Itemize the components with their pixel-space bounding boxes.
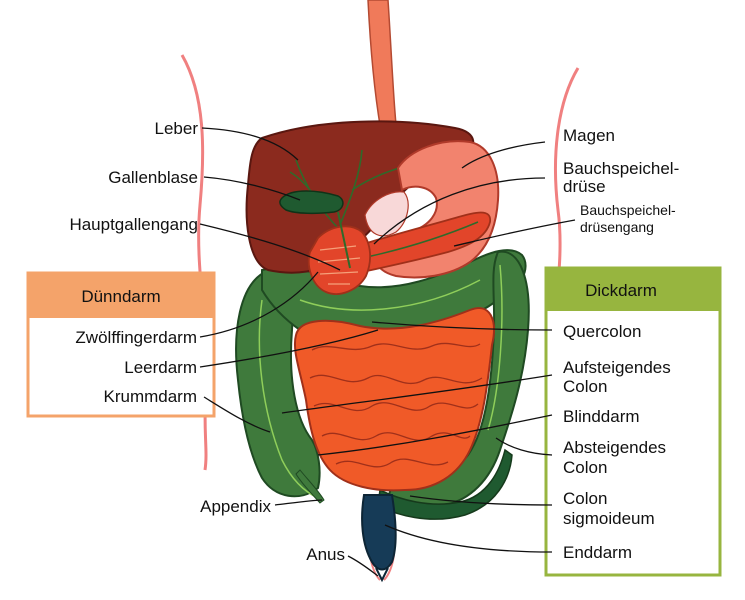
gallbladder [279, 190, 344, 215]
leader-ileum [203, 396, 271, 433]
leader-liver [201, 127, 299, 161]
label-anus: Anus [306, 545, 345, 564]
leader-rectum [384, 524, 553, 553]
label-ileum: Krummdarm [103, 387, 197, 406]
label-duodenum: Zwölffingerdarm [75, 328, 197, 347]
small-intestine-box: Dünndarm [26, 271, 216, 418]
leader-pancreatic-duct [453, 219, 576, 247]
label-gallbladder: Gallenblase [108, 168, 198, 187]
leader-transverse-colon [371, 321, 553, 331]
leader-stomach [461, 141, 546, 169]
label-ascending-colon-line1: Aufsteigendes [563, 358, 671, 377]
colon-taenia-left [258, 299, 319, 499]
label-cecum: Blinddarm [563, 407, 640, 426]
label-transverse-colon: Quercolon [563, 322, 641, 341]
appendix-shape [295, 469, 325, 504]
label-sigmoid-colon-line1: Colon [563, 489, 607, 508]
label-descending-colon-line2: Colon [563, 458, 607, 477]
label-pancreatic-duct-line1: Bauchspeichel- [580, 202, 676, 218]
colon-taenia-right [487, 264, 503, 431]
leader-ascending-colon [281, 374, 553, 414]
leader-lines [199, 127, 576, 577]
label-appendix: Appendix [200, 497, 271, 516]
leader-pancreas [373, 177, 546, 245]
label-jejunum: Leerdarm [124, 358, 197, 377]
large-intestine-box-title: Dickdarm [585, 281, 657, 300]
leader-cecum [317, 414, 553, 456]
small-intestine [293, 307, 495, 492]
label-pancreatic-duct-line2: drüsengang [580, 219, 654, 235]
small-intestine-mass [293, 307, 495, 492]
small-intestine-folds [309, 342, 483, 468]
small-intestine-box-header [28, 273, 214, 318]
label-stomach: Magen [563, 126, 615, 145]
label-descending-colon-line1: Absteigendes [563, 438, 666, 457]
duodenum-folds [317, 245, 361, 285]
label-pancreas-line2: drüse [563, 177, 606, 196]
leader-appendix [274, 499, 323, 506]
label-bile-duct: Hauptgallengang [69, 215, 198, 234]
bile-duct [337, 211, 351, 269]
label-sigmoid-colon-line2: sigmoideum [563, 509, 655, 528]
pancreatic-duct [361, 221, 479, 259]
rectum [361, 494, 397, 571]
leader-descending-colon [495, 437, 553, 456]
leader-duodenum [199, 271, 319, 338]
label-rectum: Enddarm [563, 543, 632, 562]
large-intestine-box-frame [544, 266, 722, 577]
colon-taenia-top [299, 279, 481, 311]
leader-bile-duct [199, 223, 341, 271]
label-pancreas-line1: Bauchspeichel- [563, 159, 679, 178]
sigmoid-colon [377, 448, 513, 520]
small-intestine-box-title: Dünndarm [81, 287, 160, 306]
leader-jejunum [199, 329, 379, 368]
leader-anus [347, 555, 379, 577]
anus [375, 567, 389, 583]
label-ascending-colon-line2: Colon [563, 377, 607, 396]
large-intestine-box-header [546, 268, 720, 311]
leader-gallbladder [203, 176, 301, 201]
leader-sigmoid-colon [409, 495, 553, 506]
label-liver: Leber [155, 119, 199, 138]
large-intestine-box: Dickdarm [544, 266, 722, 577]
